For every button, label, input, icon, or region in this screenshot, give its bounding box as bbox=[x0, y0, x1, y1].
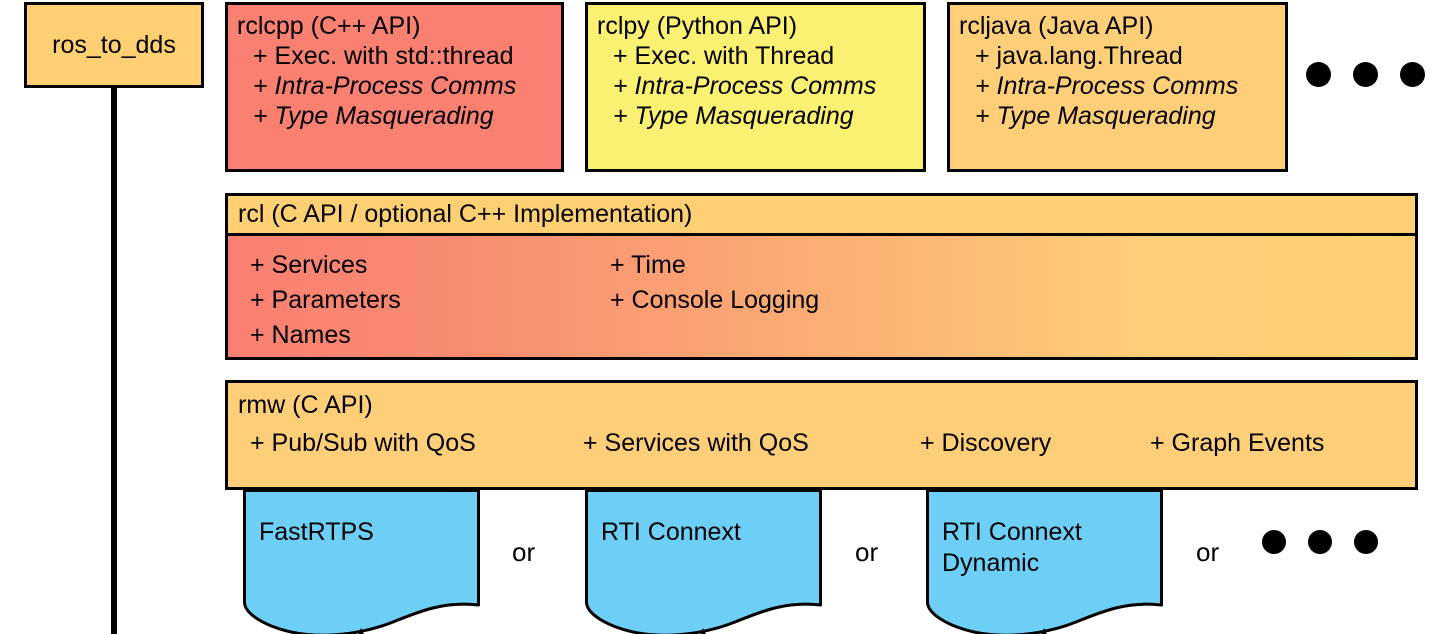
node-ros-to-dds-label: ros_to_dds bbox=[52, 30, 176, 59]
node-rclcpp: rclcpp (C++ API) + Exec. with std::threa… bbox=[225, 2, 564, 172]
torn-page-shape-icon bbox=[585, 489, 822, 634]
node-rcl-body: + Services + Parameters + Names + Time +… bbox=[228, 236, 1415, 357]
node-rcljava-feature-1: + java.lang.Thread bbox=[975, 42, 1183, 70]
node-rclcpp-feature-1: + Exec. with std::thread bbox=[253, 42, 514, 70]
separator-or-2: or bbox=[855, 537, 879, 567]
dot-icon bbox=[1400, 62, 1425, 87]
connector-line-vertical bbox=[111, 86, 117, 634]
ellipsis-three-dots-icon-top bbox=[1306, 62, 1425, 87]
node-rcljava-feature-3: + Type Masquerading bbox=[975, 102, 1216, 130]
node-rclpy: rclpy (Python API) + Exec. with Thread +… bbox=[585, 2, 926, 172]
dot-icon bbox=[1353, 62, 1378, 87]
torn-page-shape-icon bbox=[243, 489, 480, 634]
rcl-feature-services: + Services bbox=[250, 251, 368, 279]
rmw-feature-pubsub: + Pub/Sub with QoS bbox=[250, 429, 476, 457]
rcl-feature-names: + Names bbox=[250, 321, 351, 349]
rmw-feature-services: + Services with QoS bbox=[583, 429, 809, 457]
node-rcl-layer: rcl (C API / optional C++ Implementation… bbox=[225, 193, 1418, 360]
rcl-feature-time: + Time bbox=[610, 251, 686, 279]
node-rcljava-title: rcljava (Java API) bbox=[959, 12, 1154, 40]
node-rclpy-feature-1: + Exec. with Thread bbox=[613, 42, 835, 70]
torn-page-shape-icon bbox=[926, 489, 1163, 634]
node-dds-fastrtps: FastRTPS bbox=[243, 489, 480, 634]
node-rmw-layer: rmw (C API) + Pub/Sub with QoS + Service… bbox=[225, 380, 1418, 490]
dot-icon bbox=[1308, 530, 1332, 554]
rcl-feature-console-logging: + Console Logging bbox=[610, 286, 820, 314]
node-rcl-title: rcl (C API / optional C++ Implementation… bbox=[228, 196, 1415, 236]
rcl-features-right: + Time + Console Logging bbox=[610, 253, 819, 323]
node-rcljava: rcljava (Java API) + java.lang.Thread + … bbox=[947, 2, 1288, 172]
node-dds-rti-connext-dynamic: RTI Connext Dynamic bbox=[926, 489, 1163, 634]
dot-icon bbox=[1306, 62, 1331, 87]
rmw-feature-discovery: + Discovery bbox=[920, 429, 1052, 457]
rcl-feature-parameters: + Parameters bbox=[250, 286, 401, 314]
node-rclcpp-feature-3: + Type Masquerading bbox=[253, 102, 494, 130]
rmw-features: + Pub/Sub with QoS + Services with QoS +… bbox=[228, 431, 1415, 465]
dot-icon bbox=[1354, 530, 1378, 554]
node-rclpy-feature-3: + Type Masquerading bbox=[613, 102, 854, 130]
node-dds-rti-connext-label: RTI Connext bbox=[601, 518, 741, 546]
node-dds-rti-connext: RTI Connext bbox=[585, 489, 822, 634]
separator-or-3: or bbox=[1196, 537, 1220, 567]
node-dds-fastrtps-label: FastRTPS bbox=[259, 518, 374, 546]
node-ros-to-dds: ros_to_dds bbox=[24, 2, 204, 88]
node-rcljava-feature-2: + Intra-Process Comms bbox=[975, 72, 1239, 100]
ellipsis-three-dots-icon-bottom bbox=[1262, 530, 1378, 554]
dot-icon bbox=[1262, 530, 1286, 554]
node-rmw-title: rmw (C API) bbox=[238, 391, 373, 419]
separator-or-1: or bbox=[512, 537, 536, 567]
node-rclpy-feature-2: + Intra-Process Comms bbox=[613, 72, 877, 100]
rmw-feature-graph-events: + Graph Events bbox=[1150, 429, 1325, 457]
node-rclcpp-feature-2: + Intra-Process Comms bbox=[253, 72, 517, 100]
rcl-features-left: + Services + Parameters + Names bbox=[250, 253, 401, 358]
node-dds-rti-connext-dynamic-label: RTI Connext Dynamic bbox=[942, 518, 1082, 577]
node-rclcpp-title: rclcpp (C++ API) bbox=[237, 12, 421, 40]
node-rclpy-title: rclpy (Python API) bbox=[597, 12, 798, 40]
